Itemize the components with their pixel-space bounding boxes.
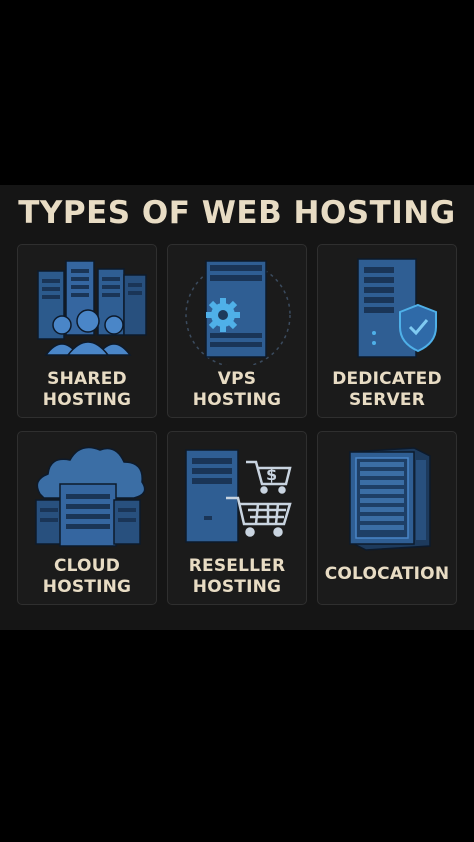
server-shield-icon bbox=[357, 258, 437, 358]
card-vps-hosting: VPS HOSTING bbox=[167, 244, 307, 418]
card-label-line2: HOSTING bbox=[42, 577, 132, 597]
card-label-line1: RESELLER bbox=[188, 556, 286, 576]
card-dedicated-server: DEDICATED SERVER bbox=[317, 244, 457, 418]
server-gear-icon bbox=[185, 260, 291, 365]
card-label: SHARED HOSTING bbox=[18, 369, 156, 411]
card-label-line1: SHARED bbox=[47, 369, 127, 389]
card-label-line2: SERVER bbox=[348, 390, 425, 410]
card-label-line2: HOSTING bbox=[192, 390, 282, 410]
card-label: VPS HOSTING bbox=[168, 369, 306, 411]
card-label: RESELLER HOSTING bbox=[168, 556, 306, 598]
svg-text:$: $ bbox=[266, 465, 277, 484]
card-label-line1: VPS bbox=[217, 369, 257, 389]
card-label-line1: CLOUD bbox=[53, 556, 121, 576]
card-label: COLOCATION bbox=[318, 564, 456, 585]
card-label-line2: HOSTING bbox=[192, 577, 282, 597]
card-label-line1: COLOCATION bbox=[324, 564, 450, 584]
cloud-servers-icon bbox=[35, 446, 146, 547]
card-cloud-hosting: CLOUD HOSTING bbox=[17, 431, 157, 605]
card-colocation: COLOCATION bbox=[317, 431, 457, 605]
card-label: DEDICATED SERVER bbox=[318, 369, 456, 411]
card-reseller-hosting: $ RESELLER HOSTING bbox=[167, 431, 307, 605]
card-label-line1: DEDICATED bbox=[332, 369, 442, 389]
shared-servers-users-icon bbox=[37, 260, 147, 356]
server-rack-icon bbox=[349, 447, 431, 551]
card-label: CLOUD HOSTING bbox=[18, 556, 156, 598]
server-cart-icon: $ bbox=[185, 449, 292, 543]
card-shared-hosting: SHARED HOSTING bbox=[17, 244, 157, 418]
page-title: TYPES OF WEB HOSTING bbox=[18, 195, 456, 231]
card-label-line2: HOSTING bbox=[42, 390, 132, 410]
